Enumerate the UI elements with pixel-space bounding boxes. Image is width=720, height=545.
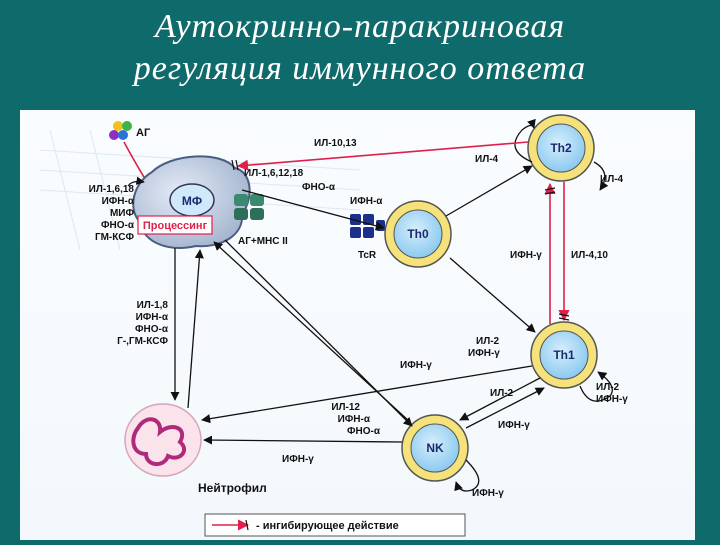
mf-nk-label-2: ИФН-α [338, 414, 371, 425]
nk-self-arrow [454, 459, 480, 492]
th1-cell: Th1 [530, 321, 598, 389]
mf-nk-label-1: ИЛ-12 [331, 402, 360, 413]
nk-label: NK [426, 441, 444, 455]
nk-cell: NK [401, 414, 469, 482]
inhibition-bars [231, 159, 570, 321]
th2-mf-label: ИЛ-10,13 [314, 138, 357, 149]
th2-label: Th2 [550, 141, 572, 155]
neutrophil-cell [124, 403, 202, 477]
diagram-canvas: АГ МФ Процессинг АГ+МНС II ИЛ-1,6,18 ИФН… [39, 114, 628, 537]
neutrophil-nucleus [131, 417, 187, 466]
title-line-1: Аутокринно-паракриновая [154, 8, 566, 45]
mf-neutrophil-label-2: ИФН-α [136, 312, 169, 323]
th0-label: Th0 [407, 227, 429, 241]
antigen-icon [109, 121, 132, 140]
th2-self-label: ИЛ-4 [600, 174, 624, 185]
th2-self-arrow [514, 118, 536, 163]
th1-nk-label: ИЛ-2 [490, 388, 514, 399]
slide-title: Аутокринно-паракриновая регуляция иммунн… [0, 6, 720, 90]
macrophage-label: МФ [182, 194, 202, 208]
mf-th0-label-1: ИЛ-1,6,12,18 [244, 168, 304, 179]
th1-to-nk-arrow [459, 377, 541, 421]
tcr-receptor-icon [350, 214, 385, 238]
mf-th0-label-2: ФНО-α [302, 182, 336, 193]
th1-self-label-1: ИЛ-2 [596, 382, 620, 393]
mf-neutrophil-label-1: ИЛ-1,8 [137, 300, 169, 311]
nk-th1-label: ИФН-γ [498, 420, 530, 431]
mf-neutrophil-label-4: Г-,ГМ-КСФ [117, 336, 168, 347]
mf-autocrine-label-1: ИЛ-1,6,18 [89, 184, 135, 195]
nk-to-neutrophil-arrow [203, 435, 403, 445]
th1-th2-label: ИФН-γ [510, 250, 542, 261]
mf-th0-label-3: ИФН-α [350, 196, 383, 207]
processing-label: Процессинг [143, 220, 208, 232]
th2-to-mf-inhibition-arrow [236, 141, 529, 171]
tcr-label: TcR [358, 250, 377, 261]
th2-cell: Th2 [527, 114, 595, 182]
title-line-2: регуляция иммунного ответа [133, 50, 587, 87]
th0-to-th1-arrow [449, 257, 536, 333]
th0-th1-label-2: ИФН-γ [468, 348, 500, 359]
mf-autocrine-label-5: ГМ-КСФ [95, 232, 135, 243]
legend-inhibition-bar [245, 519, 249, 531]
mf-autocrine-label-4: ФНО-α [101, 220, 135, 231]
mf-autocrine-label-2: ИФН-α [102, 196, 135, 207]
th1-self-label-2: ИФН-γ [596, 394, 628, 405]
nk-to-mf-arrow [213, 241, 411, 423]
legend-text: - ингибирующее действие [256, 520, 399, 532]
diagram-frame: АГ МФ Процессинг АГ+МНС II ИЛ-1,6,18 ИФН… [20, 110, 695, 540]
mf-autocrine-label-3: МИФ [110, 208, 135, 219]
th2-right-arrow [593, 161, 609, 191]
th0-to-th2-arrow [445, 165, 533, 217]
th1-mf-label: ИФН-γ [400, 360, 432, 371]
antigen-label: АГ [136, 127, 151, 139]
th2-th1-label: ИЛ-4,10 [571, 250, 608, 261]
th0-cell: Th0 [384, 200, 452, 268]
mf-autocrine-arrow [127, 176, 145, 187]
neutrophil-to-mf-arrow [187, 249, 204, 409]
mf-to-th0-arrow [241, 189, 385, 231]
legend: - ингибирующее действие [204, 513, 466, 537]
th0-th2-label: ИЛ-4 [475, 154, 499, 165]
th1-label: Th1 [553, 348, 575, 362]
processing-box [137, 215, 213, 235]
th0-th1-label-1: ИЛ-2 [476, 336, 500, 347]
mhc-receptor-icon [234, 194, 264, 220]
mf-neutrophil-label-3: ФНО-α [135, 324, 169, 335]
neutrophil-label: Нейтрофил [198, 481, 267, 495]
th1-to-neutrophil-arrow [201, 365, 533, 424]
mf-nk-label-3: ФНО-α [347, 426, 381, 437]
nk-self-label: ИФН-γ [472, 488, 504, 499]
th1-self-arrow [579, 371, 613, 402]
nk-to-th1-arrow [465, 387, 545, 429]
nk-neutrophil-label: ИФН-γ [282, 454, 314, 465]
ag-mhc-label: АГ+МНС II [238, 236, 288, 247]
